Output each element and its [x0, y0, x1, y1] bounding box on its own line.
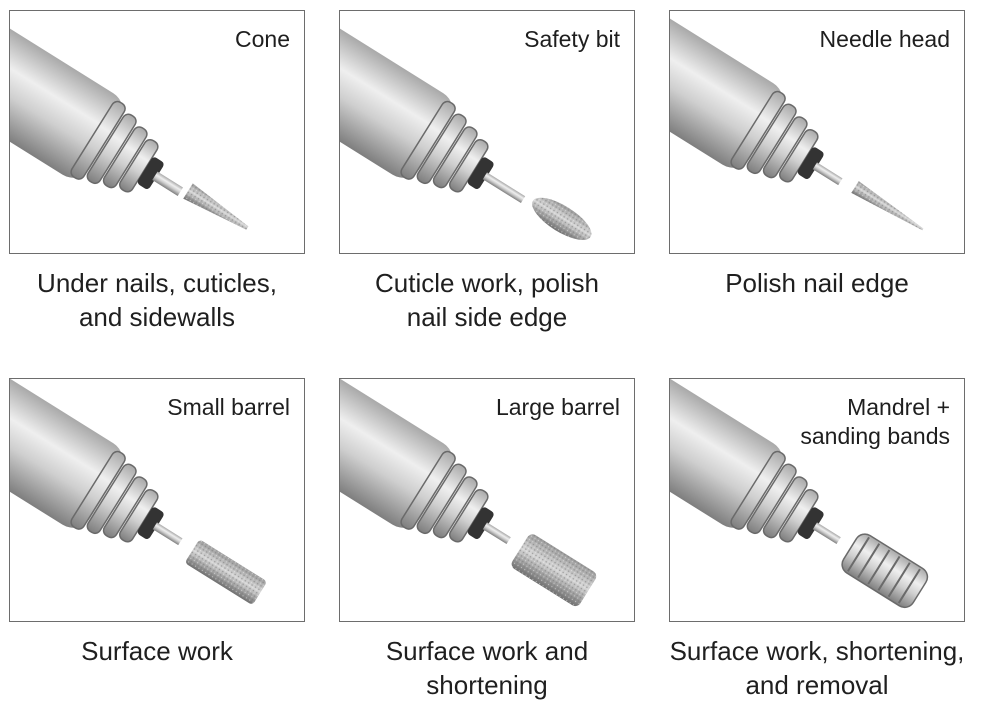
bit-photo-frame: Cone [9, 10, 305, 254]
bit-name: Safety bit [524, 26, 620, 52]
bit-name: Needle head [819, 26, 950, 52]
bit-use-caption: Surface work [81, 636, 233, 666]
bit-card-small-barrel: Small barrel Surface work [9, 378, 305, 666]
bit-name: Large barrel [495, 394, 620, 420]
bit-photo-frame: Mandrel + sanding bands [669, 378, 965, 622]
drill-handpiece-icon [340, 18, 592, 240]
drill-handpiece-icon [670, 11, 924, 231]
bit-card-safety: Safety bit Cuticle work, polish nail sid… [339, 10, 635, 332]
bit-card-large-barrel: Large barrel Surface work and shortening [339, 378, 635, 700]
bit-photo-frame: Needle head [669, 10, 965, 254]
drill-handpiece-icon [340, 379, 597, 607]
bit-card-mandrel: Mandrel + sanding bands Surface work, sh… [669, 378, 965, 700]
bit-photo-frame: Safety bit [339, 10, 635, 254]
bit-card-needle: Needle head Polish nail edge [669, 10, 965, 298]
bit-use-caption: Surface work, shortening, and removal [669, 636, 965, 700]
bit-name: Small barrel [167, 394, 290, 420]
drill-handpiece-icon [670, 379, 929, 609]
bit-card-cone: Cone Under nails, cuticles, and sidewall… [9, 10, 305, 332]
bit-use-caption: Cuticle work, polish nail side edge [375, 268, 599, 332]
bit-use-caption: Surface work and shortening [385, 636, 589, 700]
bit-photo-frame: Small barrel [9, 378, 305, 622]
drill-handpiece-icon [10, 18, 249, 230]
bit-name: Cone [235, 26, 290, 52]
bit-use-caption: Polish nail edge [725, 268, 909, 298]
bit-name: Mandrel + sanding bands [800, 394, 950, 449]
bit-photo-frame: Large barrel [339, 378, 635, 622]
drill-handpiece-icon [10, 379, 266, 604]
bit-use-caption: Under nails, cuticles, and sidewalls [37, 268, 277, 332]
